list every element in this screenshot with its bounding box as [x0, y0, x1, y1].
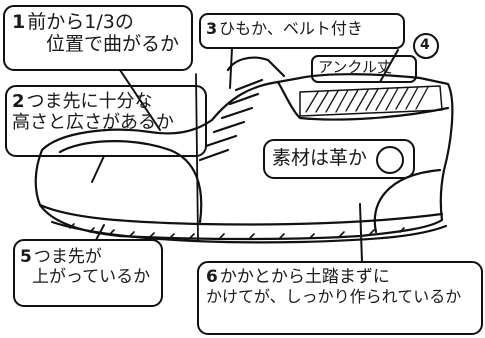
sole-line-bottom: [50, 220, 448, 244]
label-material-text: 素材は革か: [272, 147, 368, 169]
label-5-line-2: 上がっているか: [32, 266, 151, 287]
leader-5: [95, 224, 105, 241]
lace-3: [220, 106, 254, 120]
collar: [276, 80, 450, 121]
label-1-line-1: 前から1/3の: [27, 11, 134, 33]
label-4-number: 4: [420, 37, 430, 53]
bubble-4b: [311, 55, 417, 83]
leader-7: [195, 73, 199, 241]
leader-4: [379, 49, 399, 83]
label-5-number: 5: [20, 247, 32, 267]
lace-6: [198, 148, 230, 162]
sole-line-top: [38, 203, 444, 226]
label-5-line-1: つま先が: [33, 247, 102, 267]
leader-2: [91, 155, 105, 183]
heel-counter: [373, 168, 442, 234]
lace-5: [204, 134, 238, 148]
label-6-line-1: かかとから土踏まずに: [219, 267, 390, 287]
bubble-5: [13, 239, 163, 307]
label-2-number: 2: [12, 91, 25, 112]
num-circle-7: [376, 146, 404, 174]
label-6-line-2: かけてが、しっかり作られているか: [206, 286, 462, 306]
ankle-hatch-area: [299, 85, 443, 117]
bubble-3: [199, 13, 405, 49]
label-3-line-1: ひもか、ベルト付き: [219, 19, 363, 38]
bubble-6: [197, 261, 483, 335]
label-3-number: 3: [206, 19, 218, 38]
label-material: 素材は革か: [272, 147, 368, 170]
lace-1: [234, 78, 264, 92]
leader-6: [359, 203, 363, 263]
label-4: 4: [420, 37, 430, 53]
label-ankle: アンクル丈: [318, 58, 392, 76]
label-6-number: 6: [206, 267, 218, 287]
label-1-number: 1: [12, 11, 26, 33]
label-2-line-1: つま先に十分な: [26, 91, 153, 112]
bubble-1: [3, 5, 193, 71]
num-circle-4: [413, 33, 439, 59]
label-1-line-2: 位置で曲がるか: [46, 32, 180, 55]
label-ankle-text: アンクル丈: [318, 58, 392, 76]
leader-3: [229, 47, 233, 89]
bubble-7: [263, 139, 415, 179]
lace-4: [212, 120, 246, 134]
toe-cap: [58, 140, 203, 224]
lace-2: [228, 92, 260, 106]
tongue: [226, 56, 286, 78]
label-2-line-2: 高さと広さがあるか: [12, 111, 174, 133]
bubble-2: [5, 85, 207, 157]
leader-1: [119, 69, 161, 131]
